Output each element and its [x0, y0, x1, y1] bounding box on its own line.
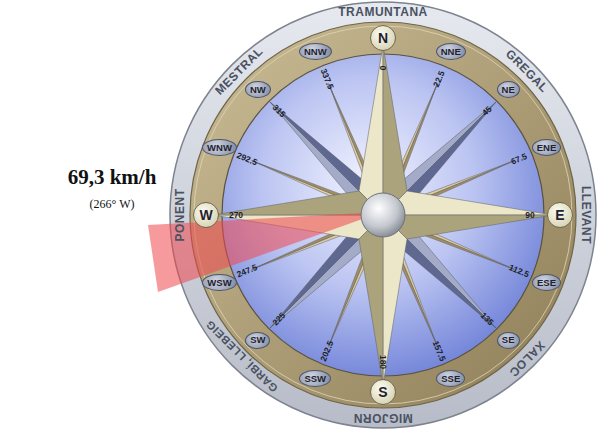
wind-name: LLEVANT [580, 186, 592, 244]
center-hub [361, 193, 405, 237]
direction-badge: WNW [202, 139, 237, 156]
direction-badge: N [370, 25, 396, 51]
direction-label: SE [502, 335, 515, 345]
wind-speed: 69,3 km/h [68, 167, 157, 188]
direction-badge: W [193, 202, 219, 228]
star-point [359, 45, 383, 215]
wind-direction: (266° W) [90, 198, 135, 210]
wind-name: TRAMUNTANA [338, 6, 427, 18]
ring-line [194, 26, 572, 404]
direction-label: ESE [537, 278, 556, 288]
direction-label: NNW [304, 47, 327, 57]
direction-label: W [199, 208, 212, 222]
star-points [213, 45, 553, 385]
direction-badge: SW [245, 332, 270, 349]
direction-label: NNE [441, 47, 461, 57]
direction-label: WSW [207, 278, 231, 288]
degree-number: 90 [525, 211, 534, 220]
wind-name: MIGJORN [353, 412, 413, 424]
direction-label: N [378, 31, 388, 45]
direction-label: S [378, 385, 387, 399]
direction-badge: E [547, 202, 573, 228]
badge-ring [190, 22, 576, 408]
direction-label: WNW [207, 143, 232, 153]
direction-badge: WSW [202, 274, 236, 291]
direction-badge: SSW [299, 370, 331, 387]
direction-badge: NNE [436, 43, 466, 60]
direction-badge: S [370, 379, 396, 405]
wind-name: PONENT [174, 188, 186, 241]
direction-label: SSW [304, 374, 326, 384]
wind-name-band [170, 2, 596, 428]
direction-badge: ENE [532, 139, 562, 156]
direction-badge: SE [497, 332, 520, 349]
direction-badge: NNW [299, 43, 332, 60]
direction-label: SSE [441, 374, 460, 384]
star-point [383, 45, 407, 215]
direction-label: SW [250, 335, 265, 345]
direction-badge: NE [497, 81, 520, 98]
direction-label: NW [250, 85, 266, 95]
direction-label: NE [502, 85, 515, 95]
degree-number: 180 [379, 355, 388, 369]
degree-number: 0 [379, 66, 388, 71]
degree-number: 270 [229, 211, 243, 220]
direction-label: E [555, 208, 564, 222]
direction-label: ENE [537, 143, 557, 153]
